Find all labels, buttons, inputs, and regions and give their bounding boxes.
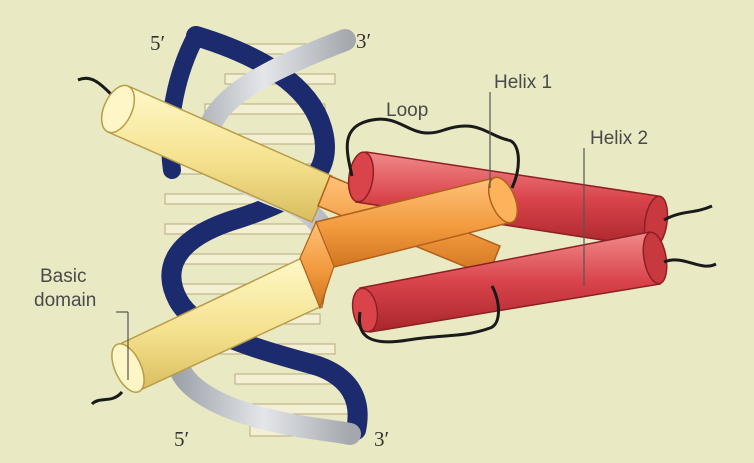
loop-label: Loop	[386, 100, 428, 122]
helix1-label: Helix 1	[494, 72, 552, 94]
helix2-label: Helix 2	[590, 128, 648, 150]
basic-domain-label-line2: domain	[34, 290, 96, 312]
dna-bottom-3-prime-label: 3′	[374, 428, 389, 450]
dna-top-3-prime-label: 3′	[356, 30, 371, 52]
dna-bottom-5-prime-label: 5′	[174, 428, 189, 450]
dna-top-5-prime-label: 5′	[150, 32, 165, 54]
basic-domain-label-line1: Basic	[40, 266, 86, 288]
